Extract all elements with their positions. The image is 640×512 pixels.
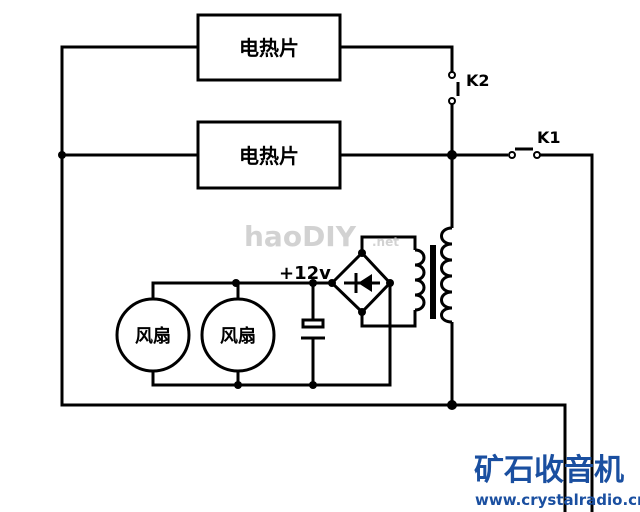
- heater-middle-label: 电热片: [239, 144, 299, 168]
- voltage-label: +12v: [279, 263, 331, 284]
- logo-title: 矿石收音机: [474, 453, 624, 488]
- junction-dots: [58, 150, 457, 410]
- logo-url: www.crystalradio.cn: [475, 491, 640, 509]
- switch-k1-label: K1: [537, 128, 561, 147]
- bridge-rectifier: [329, 250, 393, 315]
- fan-1-label: 风扇: [135, 325, 171, 347]
- heater-middle: [196, 120, 342, 190]
- watermark: haoDIY: [244, 220, 357, 253]
- switch-k2-label: K2: [466, 71, 490, 90]
- fan-1: [115, 297, 191, 373]
- switch-k2: [448, 71, 460, 105]
- watermark-suffix: .net: [372, 235, 399, 249]
- heater-top-label: 电热片: [239, 36, 299, 60]
- fan-2-label: 风扇: [220, 325, 256, 347]
- fan-2: [200, 297, 276, 373]
- switch-k1: [508, 147, 541, 159]
- capacitor: [301, 318, 325, 340]
- transformer: [414, 226, 453, 324]
- heater-top: [196, 13, 342, 82]
- wires: [60, 45, 594, 512]
